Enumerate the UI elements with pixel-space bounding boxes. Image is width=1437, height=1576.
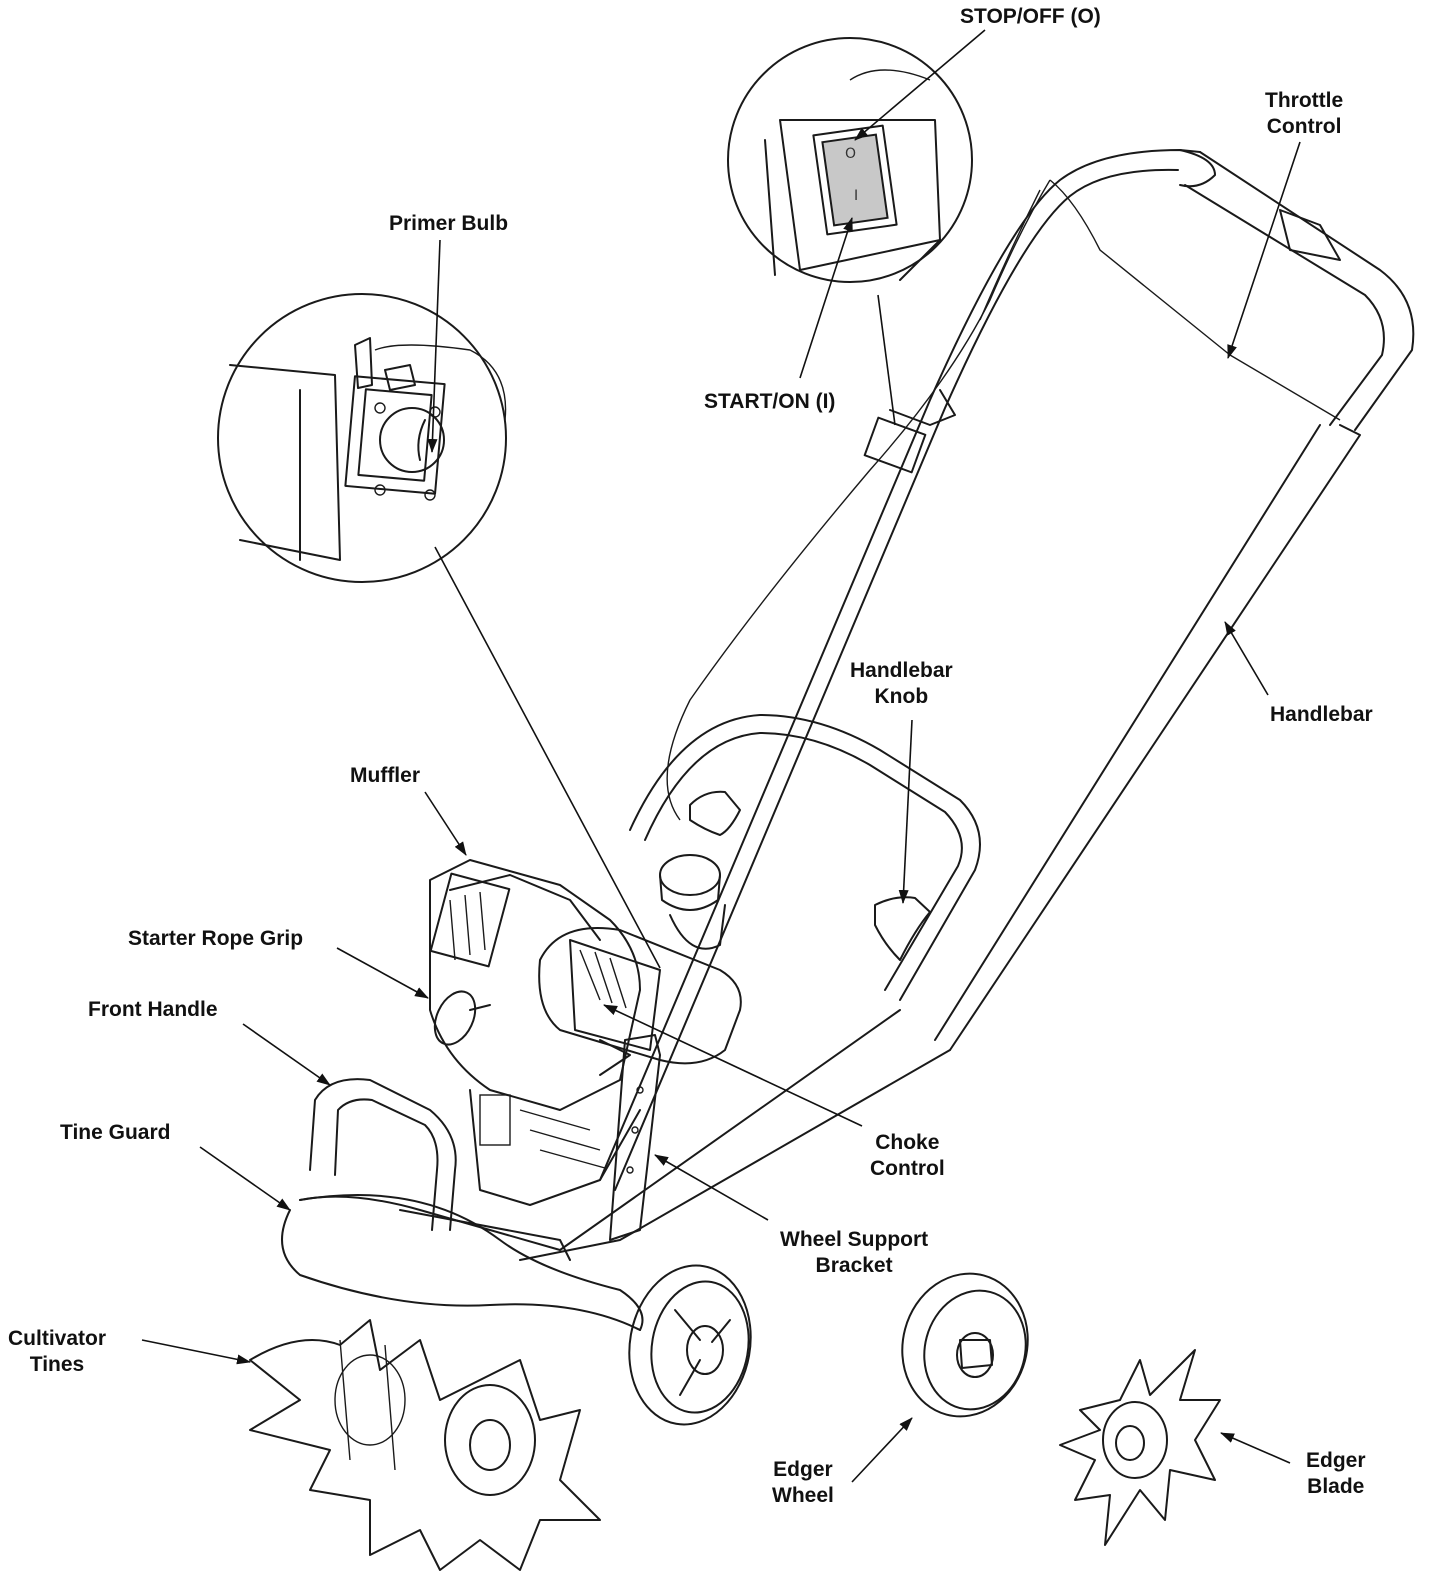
label-stop-off: STOP/OFF (O) <box>960 5 1101 28</box>
switch-inset-drawing <box>727 37 973 426</box>
label-handlebar-knob: Handlebar Knob <box>850 659 953 708</box>
front-handle-drawing <box>281 1078 644 1331</box>
label-edger-wheel: Edger Wheel <box>772 1458 834 1507</box>
handlebar-drawing <box>299 149 1415 1261</box>
label-starter-rope-grip: Starter Rope Grip <box>128 927 304 950</box>
label-start-on: START/ON (I) <box>704 390 836 413</box>
edger-blade-drawing <box>1059 1349 1221 1546</box>
label-edger-blade: Edger Blade <box>1306 1449 1366 1498</box>
label-wheel-support-bracket: Wheel Support Bracket <box>780 1228 929 1277</box>
edger-wheel-drawing <box>901 1272 1029 1418</box>
rear-wheel-drawing <box>628 1264 752 1426</box>
label-muffler: Muffler <box>350 764 420 787</box>
label-throttle-control: Throttle Control <box>1265 89 1344 138</box>
cultivator-tines-drawing <box>249 1319 601 1571</box>
switch-on-symbol: I <box>854 188 859 204</box>
label-choke-control: Choke Control <box>870 1131 945 1180</box>
wheel-bracket-drawing <box>609 1034 661 1241</box>
label-handlebar: Handlebar <box>1270 703 1373 726</box>
label-tine-guard: Tine Guard <box>60 1121 171 1144</box>
label-front-handle: Front Handle <box>88 998 218 1021</box>
switch-off-symbol: O <box>845 146 857 162</box>
primer-inset-drawing <box>217 293 661 969</box>
leader-arrows <box>141 29 1301 1483</box>
engine-drawing <box>429 854 742 1206</box>
label-cultivator-tines: Cultivator Tines <box>8 1327 107 1376</box>
label-primer-bulb: Primer Bulb <box>389 212 509 235</box>
